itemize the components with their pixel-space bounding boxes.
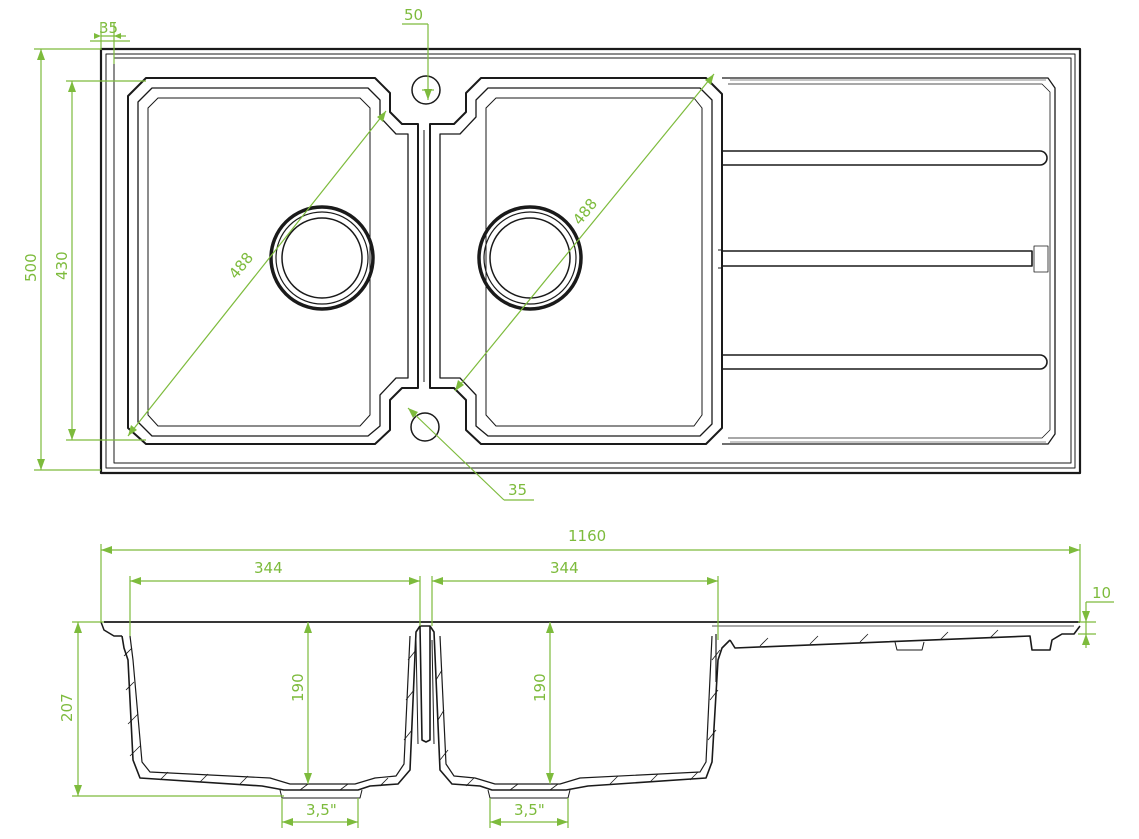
dimension-arrows [37,33,1090,826]
label-left-diagonal: 488 [225,249,257,283]
bowl-divider [417,130,431,382]
sink-outer-rim [99,47,1082,475]
label-bowl-height: 207 [58,693,76,722]
top-view [99,47,1082,475]
overflow-hole [410,412,440,442]
drainer-profile [729,625,1081,651]
label-waste-hole: 35 [508,481,527,499]
right-drain-waste [477,205,583,311]
label-tap-hole: 50 [404,6,423,24]
dimension-lines [34,22,1114,828]
label-overall-length: 1160 [568,527,606,545]
label-right-inner-depth: 190 [531,673,549,702]
label-left-bowl-width: 344 [254,559,283,577]
left-bowl-outline [127,77,419,445]
section-hatch [123,629,999,791]
label-rim-width: 35 [99,19,118,37]
label-right-bowl-width: 344 [550,559,579,577]
label-right-diagonal: 488 [569,195,601,229]
label-left-drain-size: 3,5" [306,801,337,819]
label-right-drain-size: 3,5" [514,801,545,819]
drainer-groove-1 [722,150,1048,166]
right-bowl-outline [429,77,723,445]
drainer-board [718,77,1056,445]
label-overall-depth: 500 [22,253,40,282]
label-drainer-thickness: 10 [1092,584,1111,602]
dimension-labels: 35 50 500 430 488 488 35 1160 344 344 10… [22,6,1111,819]
drainer-groove-2 [722,250,1033,267]
tap-hole [411,75,441,105]
label-bowl-depth: 430 [53,251,71,280]
drainer-badge [1033,245,1049,273]
right-bowl-profile [429,625,731,791]
left-drain-waste [269,205,375,311]
left-bowl-profile [121,625,421,791]
label-left-inner-depth: 190 [289,673,307,702]
side-view [100,621,1081,799]
drainer-groove-3 [722,354,1048,370]
